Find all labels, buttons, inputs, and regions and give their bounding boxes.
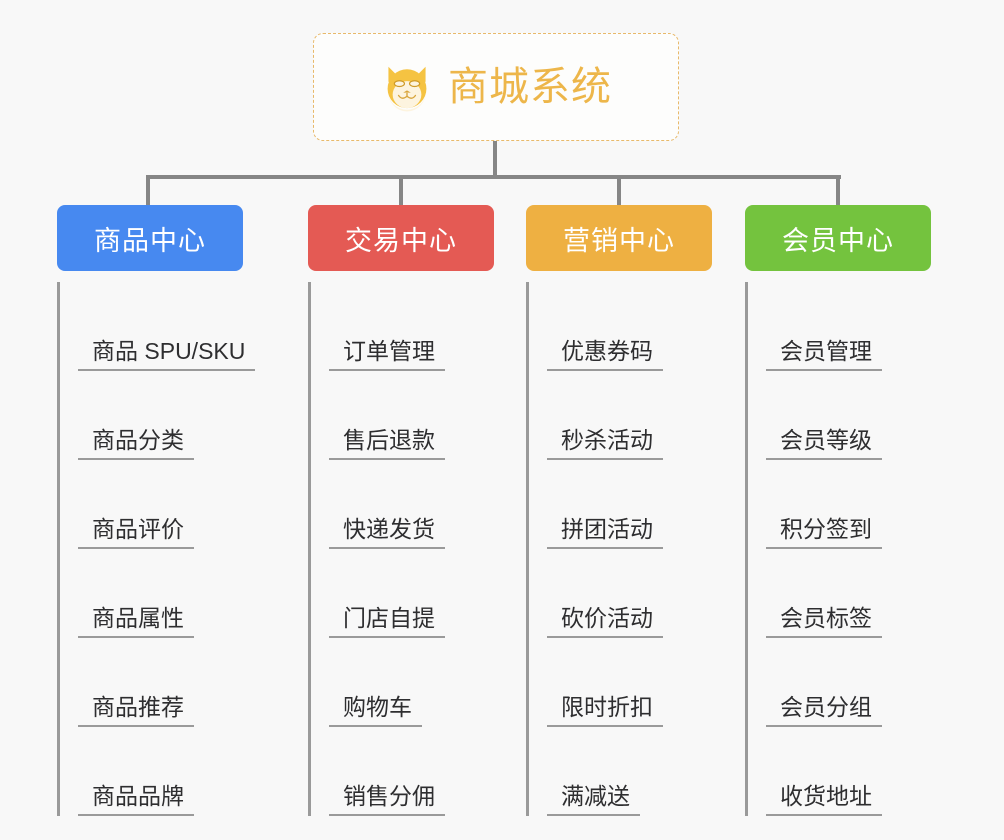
list-item[interactable]: 订单管理: [329, 282, 494, 371]
list-item-label: 门店自提: [329, 605, 445, 638]
list-item-label: 拼团活动: [547, 516, 663, 549]
connector-horizontal-bus: [149, 175, 841, 179]
list-item[interactable]: 销售分佣: [329, 727, 494, 816]
list-item[interactable]: 会员管理: [766, 282, 931, 371]
connector-root-stem: [493, 141, 497, 179]
list-item[interactable]: 积分签到: [766, 460, 931, 549]
column-items-member-center: 会员管理 会员等级 积分签到 会员标签 会员分组 收货地址: [745, 282, 931, 816]
column-header-trade-center[interactable]: 交易中心: [308, 205, 494, 271]
list-item-label: 秒杀活动: [547, 427, 663, 460]
list-item-label: 收货地址: [766, 783, 882, 816]
list-item-label: 商品属性: [78, 605, 194, 638]
list-item[interactable]: 购物车: [329, 638, 494, 727]
list-item[interactable]: 商品评价: [78, 460, 243, 549]
list-item-label: 满减送: [547, 783, 640, 816]
list-item[interactable]: 快递发货: [329, 460, 494, 549]
list-item-label: 商品 SPU/SKU: [78, 338, 256, 371]
list-item[interactable]: 商品推荐: [78, 638, 243, 727]
list-item[interactable]: 商品 SPU/SKU: [78, 282, 256, 371]
list-item-label: 订单管理: [329, 338, 445, 371]
shiba-dog-face-icon: [387, 66, 427, 112]
list-item[interactable]: 满减送: [547, 727, 712, 816]
list-item-label: 会员管理: [766, 338, 882, 371]
column-items-product-center: 商品 SPU/SKU 商品分类 商品评价 商品属性 商品推荐 商品品牌: [57, 282, 256, 816]
list-item[interactable]: 砍价活动: [547, 549, 712, 638]
root-title: 商城系统: [448, 65, 612, 109]
column-trade-center: 交易中心 订单管理 售后退款 快递发货 门店自提 购物车 销售分佣: [308, 205, 494, 816]
list-item-label: 销售分佣: [329, 783, 445, 816]
list-item-label: 商品推荐: [78, 694, 194, 727]
column-marketing-center: 营销中心 优惠券码 秒杀活动 拼团活动 砍价活动 限时折扣 满减送: [526, 205, 712, 816]
list-item[interactable]: 门店自提: [329, 549, 494, 638]
list-item-label: 快递发货: [329, 516, 445, 549]
connector-drop-4: [836, 175, 840, 205]
column-member-center: 会员中心 会员管理 会员等级 积分签到 会员标签 会员分组 收货地址: [745, 205, 931, 816]
column-header-member-center[interactable]: 会员中心: [745, 205, 931, 271]
list-item[interactable]: 会员等级: [766, 371, 931, 460]
list-item-label: 优惠券码: [547, 338, 663, 371]
list-item-label: 会员标签: [766, 605, 882, 638]
list-item-label: 积分签到: [766, 516, 882, 549]
list-item-label: 砍价活动: [547, 605, 663, 638]
connector-drop-3: [617, 175, 621, 205]
list-item-label: 购物车: [329, 694, 422, 727]
column-product-center: 商品中心 商品 SPU/SKU 商品分类 商品评价 商品属性 商品推荐 商品品牌: [57, 205, 256, 816]
list-item-label: 限时折扣: [547, 694, 663, 727]
connector-drop-2: [399, 175, 403, 205]
list-item[interactable]: 商品品牌: [78, 727, 243, 816]
list-item[interactable]: 售后退款: [329, 371, 494, 460]
connector-drop-1: [146, 175, 150, 205]
list-item-label: 会员分组: [766, 694, 882, 727]
list-item-label: 商品分类: [78, 427, 194, 460]
list-item[interactable]: 商品属性: [78, 549, 243, 638]
column-header-product-center[interactable]: 商品中心: [57, 205, 243, 271]
root-node[interactable]: 商城系统: [313, 33, 679, 141]
list-item[interactable]: 优惠券码: [547, 282, 712, 371]
list-item[interactable]: 秒杀活动: [547, 371, 712, 460]
list-item[interactable]: 会员标签: [766, 549, 931, 638]
list-item[interactable]: 会员分组: [766, 638, 931, 727]
list-item-label: 商品品牌: [78, 783, 194, 816]
list-item-label: 会员等级: [766, 427, 882, 460]
list-item[interactable]: 限时折扣: [547, 638, 712, 727]
list-item-label: 售后退款: [329, 427, 445, 460]
list-item[interactable]: 拼团活动: [547, 460, 712, 549]
list-item-label: 商品评价: [78, 516, 194, 549]
list-item[interactable]: 收货地址: [766, 727, 931, 816]
list-item[interactable]: 商品分类: [78, 371, 243, 460]
column-items-marketing-center: 优惠券码 秒杀活动 拼团活动 砍价活动 限时折扣 满减送: [526, 282, 712, 816]
column-header-marketing-center[interactable]: 营销中心: [526, 205, 712, 271]
column-items-trade-center: 订单管理 售后退款 快递发货 门店自提 购物车 销售分佣: [308, 282, 494, 816]
